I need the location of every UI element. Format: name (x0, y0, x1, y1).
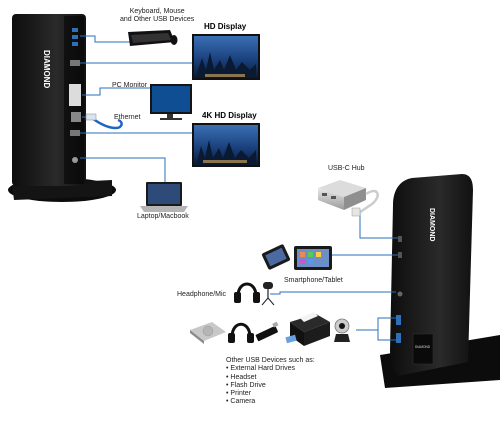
dock-side-view: DIAMOND DIAMOND (380, 174, 500, 388)
list-item-camera: Camera (226, 398, 315, 406)
list-item-external-hard-drives: External Hard Drives (226, 365, 315, 373)
label-usb-c-hub: USB-C Hub (328, 165, 365, 172)
other-usb-devices-list: Other USB Devices such as: External Hard… (226, 357, 315, 407)
headset-icon (228, 322, 254, 343)
right-connector-lines (270, 210, 398, 341)
label-pc-monitor: PC Monitor (112, 82, 148, 89)
label-hd-display: HD Display (204, 22, 247, 31)
label-laptop-macbook: Laptop/Macbook (137, 213, 189, 220)
external-hard-drive-icon (190, 322, 226, 344)
list-item-flash-drive: Flash Drive (226, 382, 315, 390)
keyboard-icon (128, 30, 175, 46)
label-headphone-mic: Headphone/Mic (177, 291, 227, 298)
label-smartphone-tablet: Smartphone/Tablet (284, 277, 343, 284)
microphone-icon (261, 282, 275, 306)
headphones-icon (234, 282, 260, 303)
smartphone-icon (261, 244, 291, 270)
laptop-icon (140, 182, 188, 212)
label-keyboard-mouse-line1: Keyboard, Mouse (129, 8, 185, 15)
dock-side-brand-text: DIAMOND (428, 208, 435, 241)
label-ethernet: Ethernet (114, 114, 141, 121)
hd-display-icon (192, 34, 260, 80)
camera-icon (334, 318, 350, 342)
mouse-icon (170, 35, 178, 45)
other-usb-devices-title: Other USB Devices such as: (226, 357, 315, 364)
list-item-headset: Headset (226, 374, 315, 382)
dock-front-view: DIAMOND (8, 14, 116, 202)
left-connector-lines (80, 35, 192, 182)
label-keyboard-mouse: Keyboard, Mouse and Other USB Devices (120, 8, 194, 24)
4k-display-icon (192, 123, 260, 167)
printer-icon (285, 312, 330, 346)
usb-c-hub-icon (318, 180, 379, 217)
tablet-icon (294, 246, 332, 270)
label-4k-hd-display: 4K HD Display (202, 111, 257, 120)
list-item-printer: Printer (226, 390, 315, 398)
dock-badge-text: DIAMOND (415, 345, 431, 349)
ethernet-cable-icon (85, 113, 123, 130)
flash-drive-icon (255, 321, 279, 342)
label-keyboard-mouse-line2: and Other USB Devices (120, 16, 195, 23)
dock-brand-text: DIAMOND (42, 50, 51, 88)
pc-monitor-icon (150, 84, 192, 120)
